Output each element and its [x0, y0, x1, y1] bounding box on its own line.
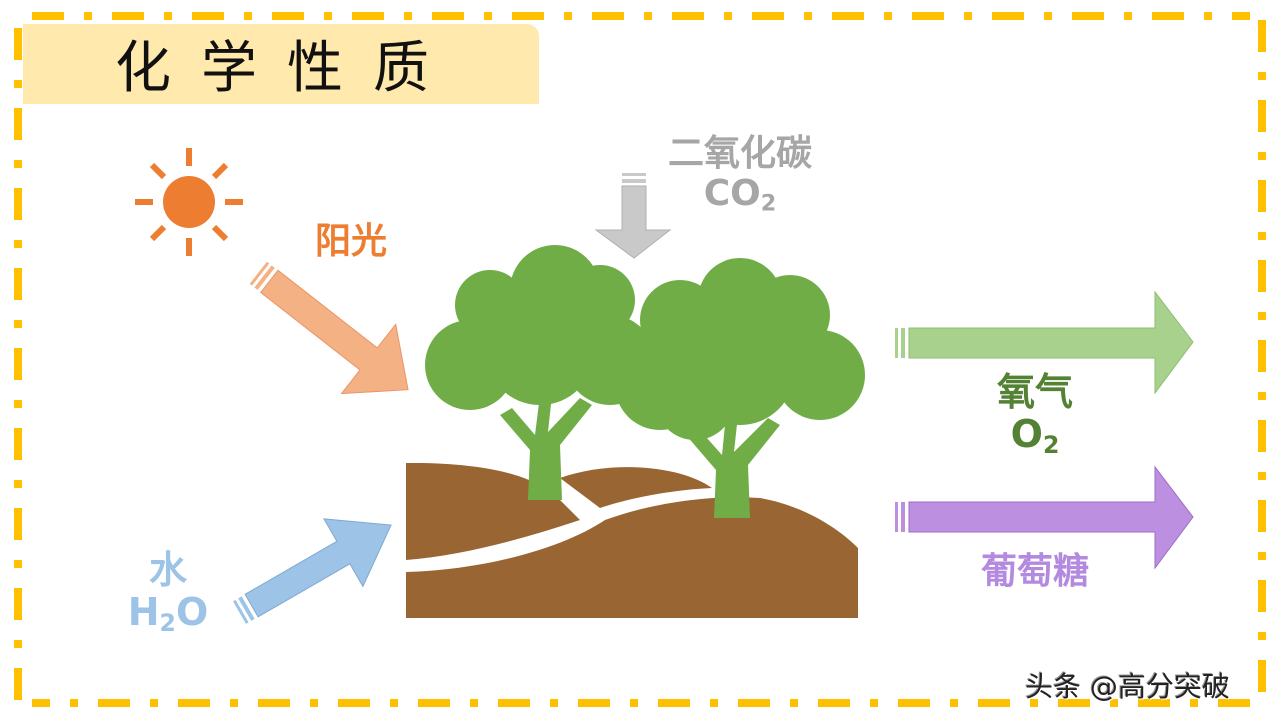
soil-hills-icon [406, 462, 858, 618]
sunlight-arrow-icon [249, 261, 409, 395]
oxygen-name: 氧气 [996, 370, 1073, 414]
water-formula: H2O [127, 589, 209, 637]
trees-icon [425, 245, 865, 518]
oxygen-arrow-icon [895, 290, 1194, 395]
watermark: 头条 @高分突破 [1025, 670, 1230, 703]
co2-formula: CO2 [703, 172, 777, 217]
dashed-border [14, 12, 1266, 707]
oxygen-formula: O2 [1010, 411, 1060, 459]
sunlight-label: 阳光 [315, 221, 388, 262]
title-banner [23, 24, 539, 104]
co2-label: 二氧化碳 CO2 [650, 134, 830, 216]
page-title: 化学性质 [115, 36, 459, 101]
water-arrow-icon [233, 518, 392, 624]
sun-icon [135, 148, 243, 256]
water-label: 水 H2O [118, 548, 218, 637]
glucose-arrow-icon [895, 465, 1194, 570]
co2-name: 二氧化碳 [667, 133, 812, 174]
glucose-label: 葡萄糖 [980, 551, 1089, 592]
co2-arrow-icon [594, 173, 672, 259]
water-name: 水 [148, 548, 187, 592]
oxygen-label: 氧气 O2 [970, 370, 1100, 459]
